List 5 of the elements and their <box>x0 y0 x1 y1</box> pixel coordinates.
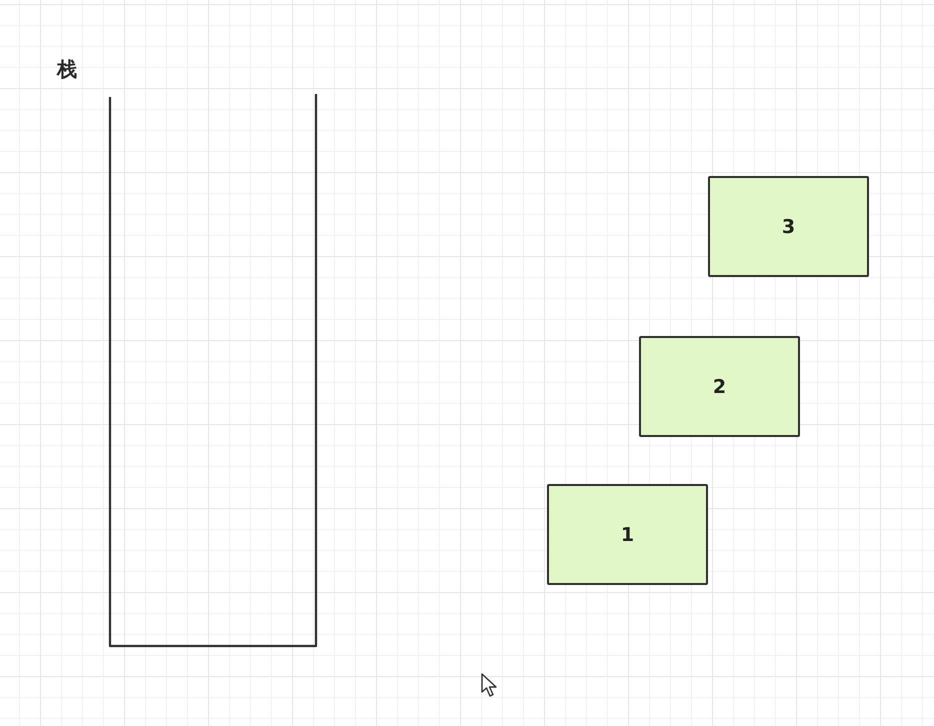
item-box: 1 <box>547 484 708 585</box>
stack-title: 栈 <box>57 57 77 81</box>
item-box: 2 <box>639 336 800 437</box>
item-box: 3 <box>708 176 869 277</box>
stack-container <box>55 57 318 648</box>
